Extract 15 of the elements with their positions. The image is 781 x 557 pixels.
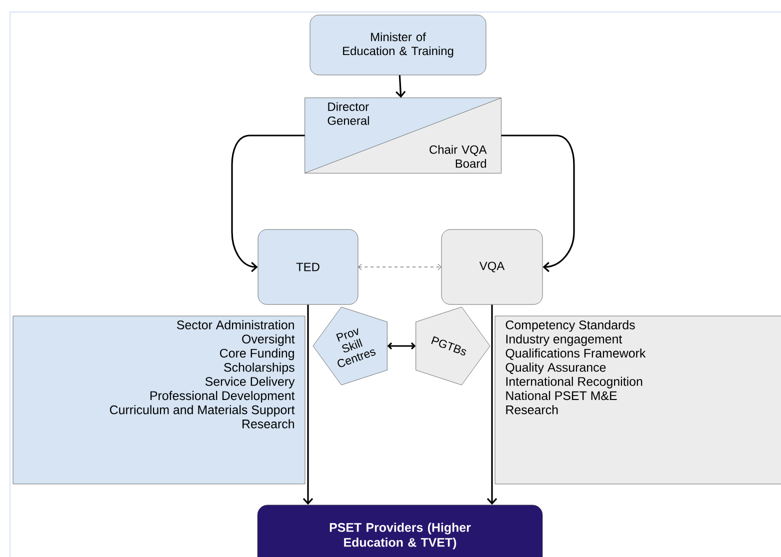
process-box: PSET Providers (Higher Education & TVET) <box>257 504 543 557</box>
arrow <box>486 304 498 505</box>
arrow <box>501 134 575 272</box>
title-box: Minister of Education & Training <box>310 14 486 76</box>
list-panel: Competency Standards Industry engagement Qualifications Framework Quality Assurance International Recognition National PSET M&E Research <box>494 316 781 484</box>
process-box: TED <box>258 229 358 305</box>
arrow <box>302 304 314 505</box>
arrow <box>396 75 406 98</box>
arrow <box>231 134 305 272</box>
pentagon: Prov Skill Centres <box>312 306 388 386</box>
split-box: Director General Chair VQA Board <box>304 98 502 174</box>
process-box: VQA <box>441 229 543 305</box>
arrow <box>387 342 416 350</box>
arrow <box>358 264 442 270</box>
list-panel: Sector Administration Oversight Core Funding Scholarships Service Delivery Professional Development Curriculum and Materials Support Research <box>12 316 306 484</box>
